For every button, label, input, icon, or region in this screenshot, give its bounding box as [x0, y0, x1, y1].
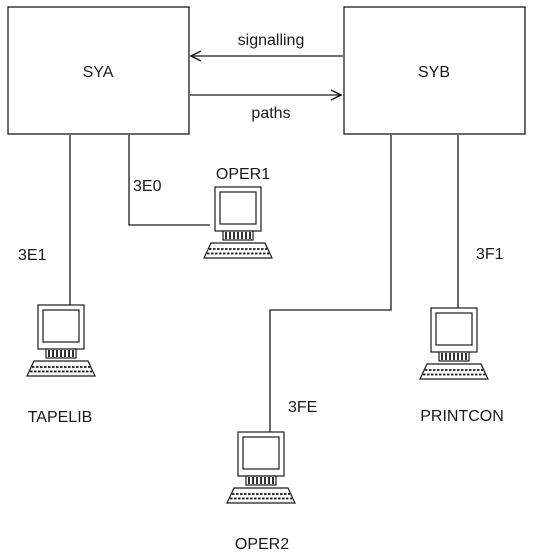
connector-syb-oper2 — [269, 135, 392, 432]
computer-terminal-icon — [419, 307, 489, 380]
computer-terminal-icon — [26, 304, 96, 377]
system-box-syb — [343, 6, 526, 135]
system-label-syb: SYB — [418, 64, 450, 81]
system-box-sya — [7, 6, 190, 135]
paths-label: paths — [251, 105, 290, 122]
computer-terminal-icon — [226, 431, 296, 504]
device-label-oper2: OPER2 — [235, 536, 289, 553]
address-label-tapelib: 3E1 — [18, 247, 47, 264]
address-label-oper1: 3E0 — [133, 178, 162, 195]
address-label-printcon: 3F1 — [476, 246, 504, 263]
device-label-printcon: PRINTCON — [420, 408, 504, 425]
signalling-label: signalling — [238, 32, 305, 49]
device-label-oper1: OPER1 — [216, 166, 270, 183]
computer-terminal-icon — [203, 186, 273, 259]
address-label-oper2: 3FE — [288, 399, 317, 416]
connector-sya-oper1 — [128, 135, 210, 226]
system-label-sya: SYA — [83, 64, 114, 81]
device-label-tapelib: TAPELIB — [28, 409, 93, 426]
